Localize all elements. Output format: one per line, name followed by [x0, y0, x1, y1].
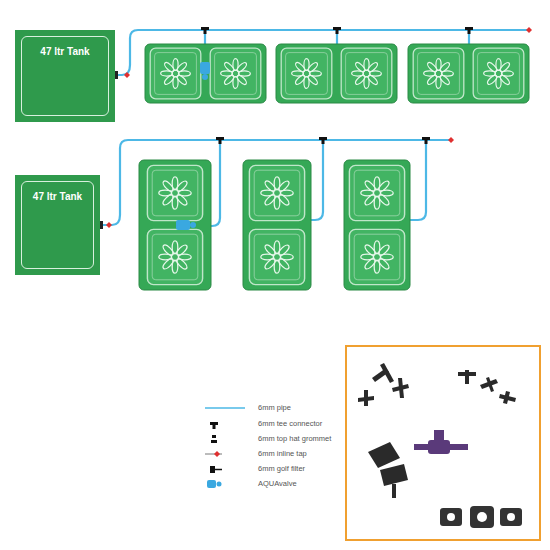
fittings: [113, 27, 532, 80]
pipe: [100, 140, 450, 226]
tank-label: 47 ltr Tank: [23, 191, 92, 203]
tray: [139, 160, 410, 290]
legend-text: 6mm inline tap: [258, 449, 307, 459]
legend-samples: [205, 408, 245, 488]
legend-text: AQUAvalve: [258, 479, 297, 489]
photo-inset: [346, 346, 540, 540]
legend-text: 6mm tee connector: [258, 419, 322, 429]
tray: [145, 44, 529, 103]
tank-box: 47 ltr Tank: [15, 175, 100, 275]
tank-box: 47 ltr Tank: [15, 30, 115, 122]
legend-text: 6mm pipe: [258, 403, 291, 413]
tank-label: 47 ltr Tank: [23, 46, 107, 58]
fittings: [98, 137, 454, 230]
legend-text: 6mm top hat grommet: [258, 434, 331, 444]
legend-text: 6mm golf filter: [258, 464, 305, 474]
